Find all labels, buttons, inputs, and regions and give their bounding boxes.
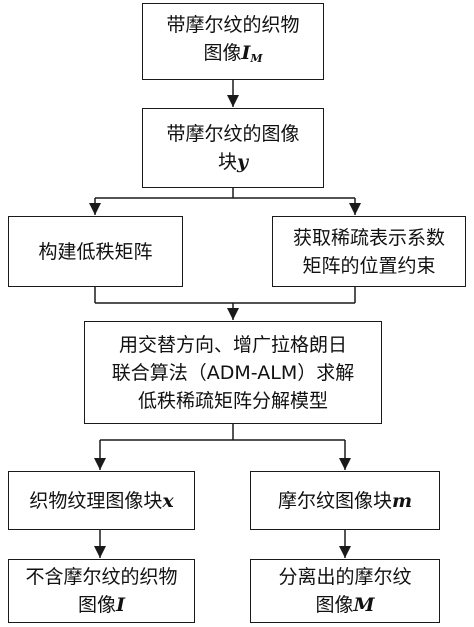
node-low-rank: 构建低秩矩阵 [8, 216, 183, 287]
separated-moire-line1: 分离出的摩尔纹 [278, 566, 412, 588]
low-rank-line1: 构建低秩矩阵 [38, 240, 153, 263]
sparse-constraint-line1: 获取稀疏表示系数 [292, 226, 445, 249]
admm-solver-line3: 低秩稀疏矩阵分解模型 [137, 389, 328, 412]
node-separated-moire: 分离出的摩尔纹 图像M [250, 559, 440, 623]
node-input-image: 带摩尔纹的织物 图像IM [142, 3, 324, 80]
moire-patch-text: 摩尔纹图像块 [277, 489, 392, 512]
node-clean-image: 不含摩尔纹的织物 图像I [8, 559, 195, 623]
node-texture-patch: 织物纹理图像块x [8, 471, 195, 530]
input-image-text: 图像 [203, 41, 242, 64]
input-image-subscript: M [250, 51, 263, 65]
image-patch-line1: 带摩尔纹的图像 [166, 123, 300, 145]
node-moire-patch: 摩尔纹图像块m [250, 471, 440, 530]
separated-moire-symbol: M [353, 594, 375, 616]
node-image-patch: 带摩尔纹的图像 块y [142, 108, 324, 188]
clean-image-text: 图像 [78, 594, 117, 616]
image-patch-text: 块 [217, 151, 237, 173]
admm-solver-line2: 联合算法（ADM-ALM）求解 [111, 361, 355, 384]
texture-patch-text: 织物纹理图像块 [29, 489, 163, 512]
clean-image-line2: 图像I [78, 591, 125, 619]
input-image-line1: 带摩尔纹的织物 [166, 13, 300, 36]
clean-image-symbol: I [116, 594, 125, 616]
moire-patch-symbol: m [391, 489, 413, 512]
separated-moire-text: 图像 [315, 594, 354, 616]
admm-solver-line1: 用交替方向、增广拉格朗日 [118, 333, 347, 356]
input-image-line2: 图像IM [203, 39, 262, 73]
texture-patch-symbol: x [162, 489, 174, 512]
node-admm-solver: 用交替方向、增广拉格朗日 联合算法（ADM-ALM）求解 低秩稀疏矩阵分解模型 [84, 321, 382, 424]
clean-image-line1: 不含摩尔纹的织物 [25, 566, 178, 588]
separated-moire-line2: 图像M [315, 591, 374, 619]
sparse-constraint-line2: 矩阵的位置约束 [302, 254, 436, 277]
input-image-symbol: I [241, 41, 251, 64]
image-patch-line2: 块y [218, 148, 248, 176]
moire-patch-line1: 摩尔纹图像块m [278, 487, 412, 515]
node-sparse-constraint: 获取稀疏表示系数 矩阵的位置约束 [272, 216, 466, 287]
texture-patch-line1: 织物纹理图像块x [29, 487, 173, 515]
image-patch-symbol: y [236, 151, 249, 173]
